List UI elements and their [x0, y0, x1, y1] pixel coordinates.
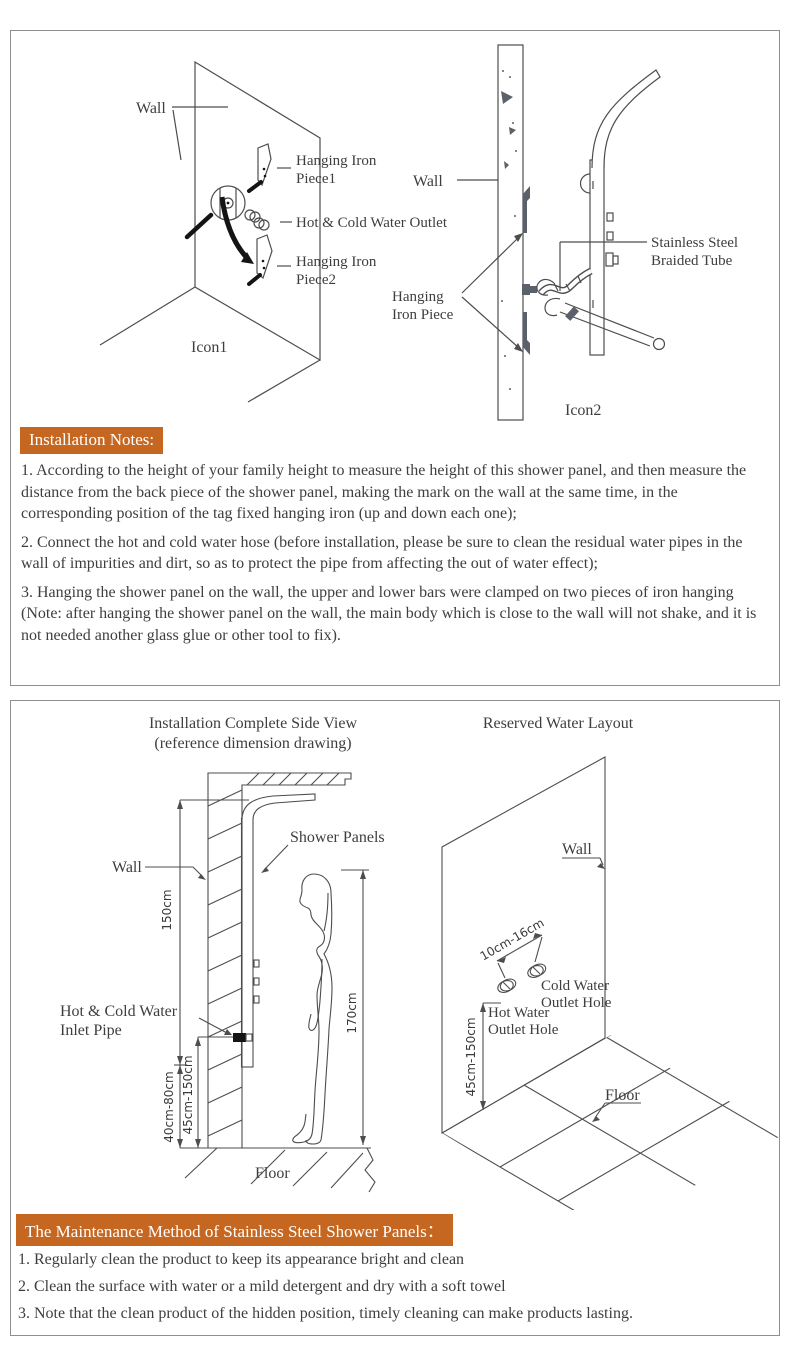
shower-panel-side [579, 69, 661, 356]
icon1-outlet-label: Hot & Cold Water Outlet [296, 215, 448, 231]
hanging-iron-piece2-shape [247, 234, 273, 286]
side-view-title-line1: Installation Complete Side View [148, 715, 358, 732]
icon2-wall-strip [497, 44, 524, 421]
hot-hole-label-line1: Hot Water [488, 1005, 549, 1021]
icon2-caption: Icon2 [565, 402, 601, 419]
dim-line-height-range [480, 1002, 501, 1110]
wall-fitting-middle [522, 284, 537, 295]
icon1-hanging2-label-line2: Piece2 [296, 272, 336, 288]
water-layout-title: Reserved Water Layout [482, 715, 634, 732]
floor-hatch-left [180, 1147, 376, 1193]
dim-40-80-label: 40cm-80cm [162, 1071, 176, 1142]
wall-bracket-bottom [523, 312, 530, 355]
note-item-1: 1. According to the height of your famil… [21, 462, 747, 522]
floor-label-left: Floor [255, 1165, 290, 1182]
person-figure [292, 873, 333, 1145]
cold-water-hole [527, 963, 547, 978]
dim-170cm-label: 170cm [345, 992, 359, 1033]
icon2-tube-label-line1: Stainless Steel [651, 235, 738, 251]
dim-150cm-label: 150cm [160, 889, 174, 930]
dimensions-section: Installation Complete Side View (referen… [10, 700, 780, 1336]
dim-45-150-left-label: 45cm-150cm [181, 1055, 195, 1134]
dim-line-spacing [496, 933, 543, 979]
icon2-hanging-label-line2: Iron Piece [392, 307, 454, 323]
maintenance-header: The Maintenance Method of Stainless Stee… [16, 1214, 453, 1246]
layout-wall-label: Wall [562, 841, 592, 858]
note-item-3: 3. Hanging the shower panel on the wall,… [21, 583, 757, 644]
icon1-wall-shape [99, 60, 321, 403]
icon1-caption: Icon1 [191, 339, 227, 356]
icon1-hanging2-label-line1: Hanging Iron [296, 254, 377, 270]
icon2-hanging-label-line1: Hanging [392, 289, 444, 305]
braided-tube-shape [538, 267, 593, 296]
maintenance-item-1: 1. Regularly clean the product to keep i… [18, 1251, 465, 1268]
icon1-wall-label: Wall [136, 100, 166, 117]
dim-45-150-right-label: 45cm-150cm [464, 1017, 478, 1096]
hot-hole-label-line2: Outlet Hole [488, 1022, 559, 1038]
rotation-arrow [219, 196, 254, 264]
hot-cold-outlet-cylinders [244, 209, 270, 231]
installation-notes-list: 1. According to the height of your famil… [21, 460, 769, 653]
dim-line-left [174, 799, 249, 1148]
dim-line-person [341, 869, 369, 1145]
cold-hole-label-line2: Outlet Hole [541, 995, 612, 1011]
shower-panel-shape [240, 793, 316, 1068]
shower-panels-label: Shower Panels [290, 829, 385, 846]
dim-line-inlet-range [195, 1036, 235, 1148]
floor-tiles [442, 1035, 779, 1210]
hot-water-hole [497, 978, 517, 993]
installation-section: Wall Hanging Iron Piece1 Hot & Cold Wate… [10, 30, 780, 686]
dimension-diagrams: Wall Shower Panels 150cm 40cm-80cm 45cm-… [60, 756, 779, 1210]
installation-notes-header: Installation Notes: [20, 427, 164, 454]
side-wall-label: Wall [112, 859, 142, 876]
side-view-title-line2: (reference dimension drawing) [154, 735, 352, 752]
icon2-wall-label: Wall [413, 173, 443, 190]
outlet-closeup-circle [210, 185, 246, 221]
drill-handle [184, 212, 214, 240]
hanging-iron-piece1-shape [247, 143, 272, 193]
floor-label-right: Floor [605, 1087, 640, 1104]
maintenance-item-3: 3. Note that the clean product of the hi… [18, 1305, 633, 1322]
inlet-label-line1: Hot & Cold Water [60, 1003, 178, 1020]
cold-hole-label-line1: Cold Water [541, 978, 609, 994]
wall-bracket-top [523, 186, 530, 233]
side-view-title: Installation Complete Side View (referen… [83, 714, 423, 754]
maintenance-item-2: 2. Clean the surface with water or a mil… [18, 1278, 506, 1295]
icon1-hanging1-label-line1: Hanging Iron [296, 153, 377, 169]
maintenance-list: 1. Regularly clean the product to keep i… [18, 1246, 774, 1327]
inlet-label-line2: Inlet Pipe [60, 1022, 122, 1039]
inlet-pipe-shape [233, 1033, 253, 1042]
wrench-shape [536, 278, 666, 351]
note-item-2: 2. Connect the hot and cold water hose (… [21, 533, 743, 573]
installation-diagrams: Wall Hanging Iron Piece1 Hot & Cold Wate… [99, 44, 738, 421]
icon2-tube-label-line2: Braided Tube [651, 253, 733, 269]
icon1-hanging1-label-line2: Piece1 [296, 171, 336, 187]
